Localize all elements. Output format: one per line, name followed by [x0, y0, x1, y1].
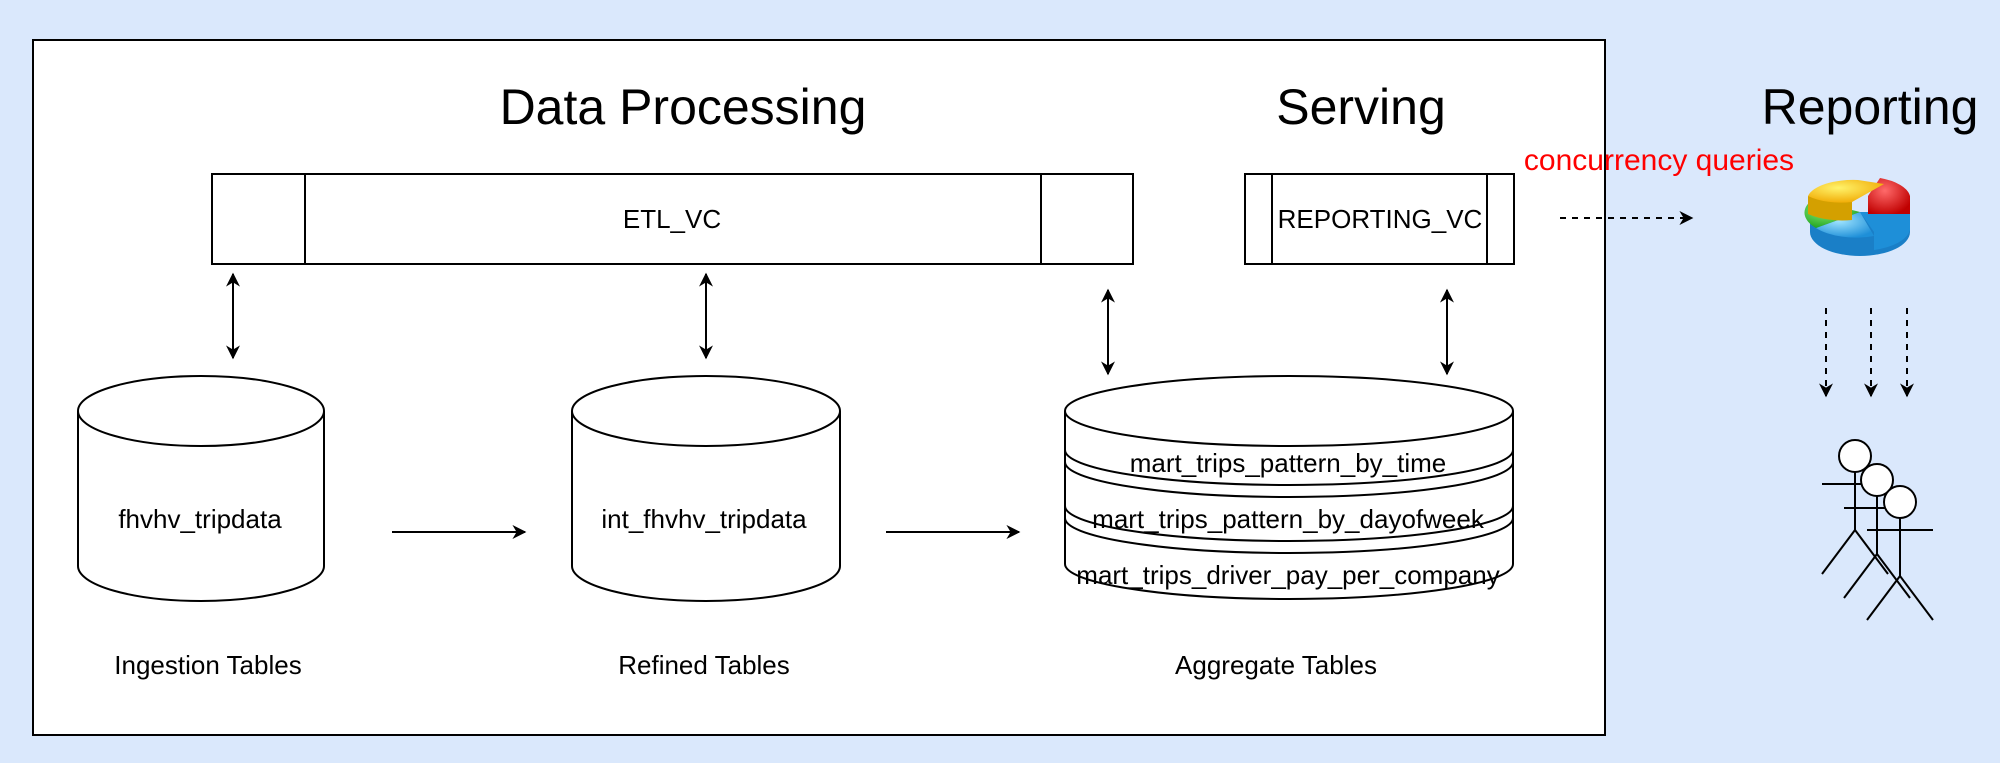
data-processing-heading: Data Processing [500, 79, 867, 135]
user-figure [1843, 463, 1911, 599]
serving-heading: Serving [1276, 79, 1446, 135]
aggregate-table-time: mart_trips_pattern_by_time [1130, 448, 1446, 478]
pie-chart-icon [1804, 178, 1910, 256]
ingestion-caption: Ingestion Tables [114, 650, 301, 680]
ingestion-database[interactable]: fhvhv_tripdata [77, 375, 325, 602]
etl-warehouse-label: ETL_VC [623, 204, 721, 234]
aggregate-table-driver-pay: mart_trips_driver_pay_per_company [1076, 560, 1499, 590]
ingestion-table-name: fhvhv_tripdata [118, 504, 282, 534]
refined-table-name: int_fhvhv_tripdata [601, 504, 807, 534]
concurrency-queries-label: concurrency queries [1524, 144, 1794, 177]
aggregate-table-dayofweek: mart_trips_pattern_by_dayofweek [1092, 504, 1485, 534]
refined-database[interactable]: int_fhvhv_tripdata [571, 375, 841, 602]
reporting-warehouse-label: REPORTING_VC [1278, 204, 1483, 234]
etl-warehouse-box[interactable]: ETL_VC [211, 173, 1134, 265]
user-figure [1866, 485, 1934, 621]
reporting-heading: Reporting [1762, 79, 1979, 135]
refined-caption: Refined Tables [618, 650, 790, 680]
aggregate-caption: Aggregate Tables [1175, 650, 1377, 680]
aggregate-database[interactable]: mart_trips_pattern_by_time mart_trips_pa… [1064, 375, 1514, 600]
user-group-icon [1821, 439, 1934, 621]
reporting-warehouse-box[interactable]: REPORTING_VC [1244, 173, 1515, 265]
